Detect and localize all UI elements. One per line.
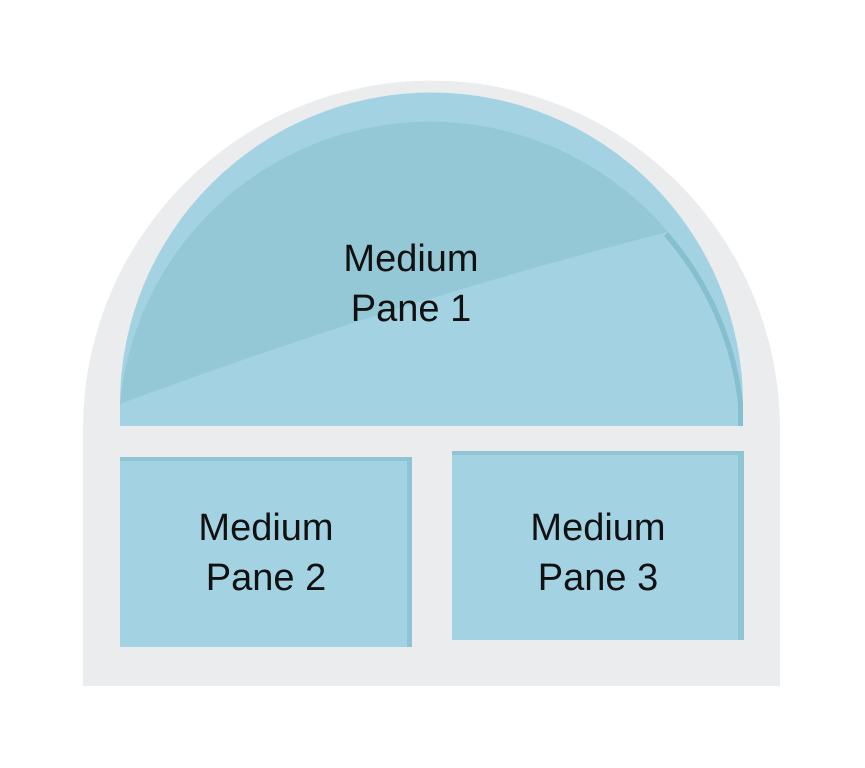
pane-2-glass (120, 457, 412, 647)
pane-3-glass (452, 451, 744, 640)
pane-1-reflection (120, 121, 668, 404)
pane-3: Medium Pane 3 (452, 451, 744, 640)
pane-2: Medium Pane 2 (120, 457, 412, 647)
pane-2-top-edge (120, 457, 412, 461)
pane-1-label-line1: Medium (343, 238, 478, 280)
pane-1: Medium Pane 1 (120, 92, 743, 426)
pane-3-right-edge (738, 451, 744, 640)
pane-3-top-edge (452, 451, 744, 455)
pane-2-right-edge (407, 457, 412, 647)
pane-3-label-line1: Medium (530, 507, 665, 549)
pane-2-label-line2: Pane 2 (206, 557, 326, 599)
pane-3-label-line2: Pane 3 (538, 557, 658, 599)
pane-1-label-line2: Pane 1 (351, 288, 471, 330)
pane-2-label-line1: Medium (198, 507, 333, 549)
